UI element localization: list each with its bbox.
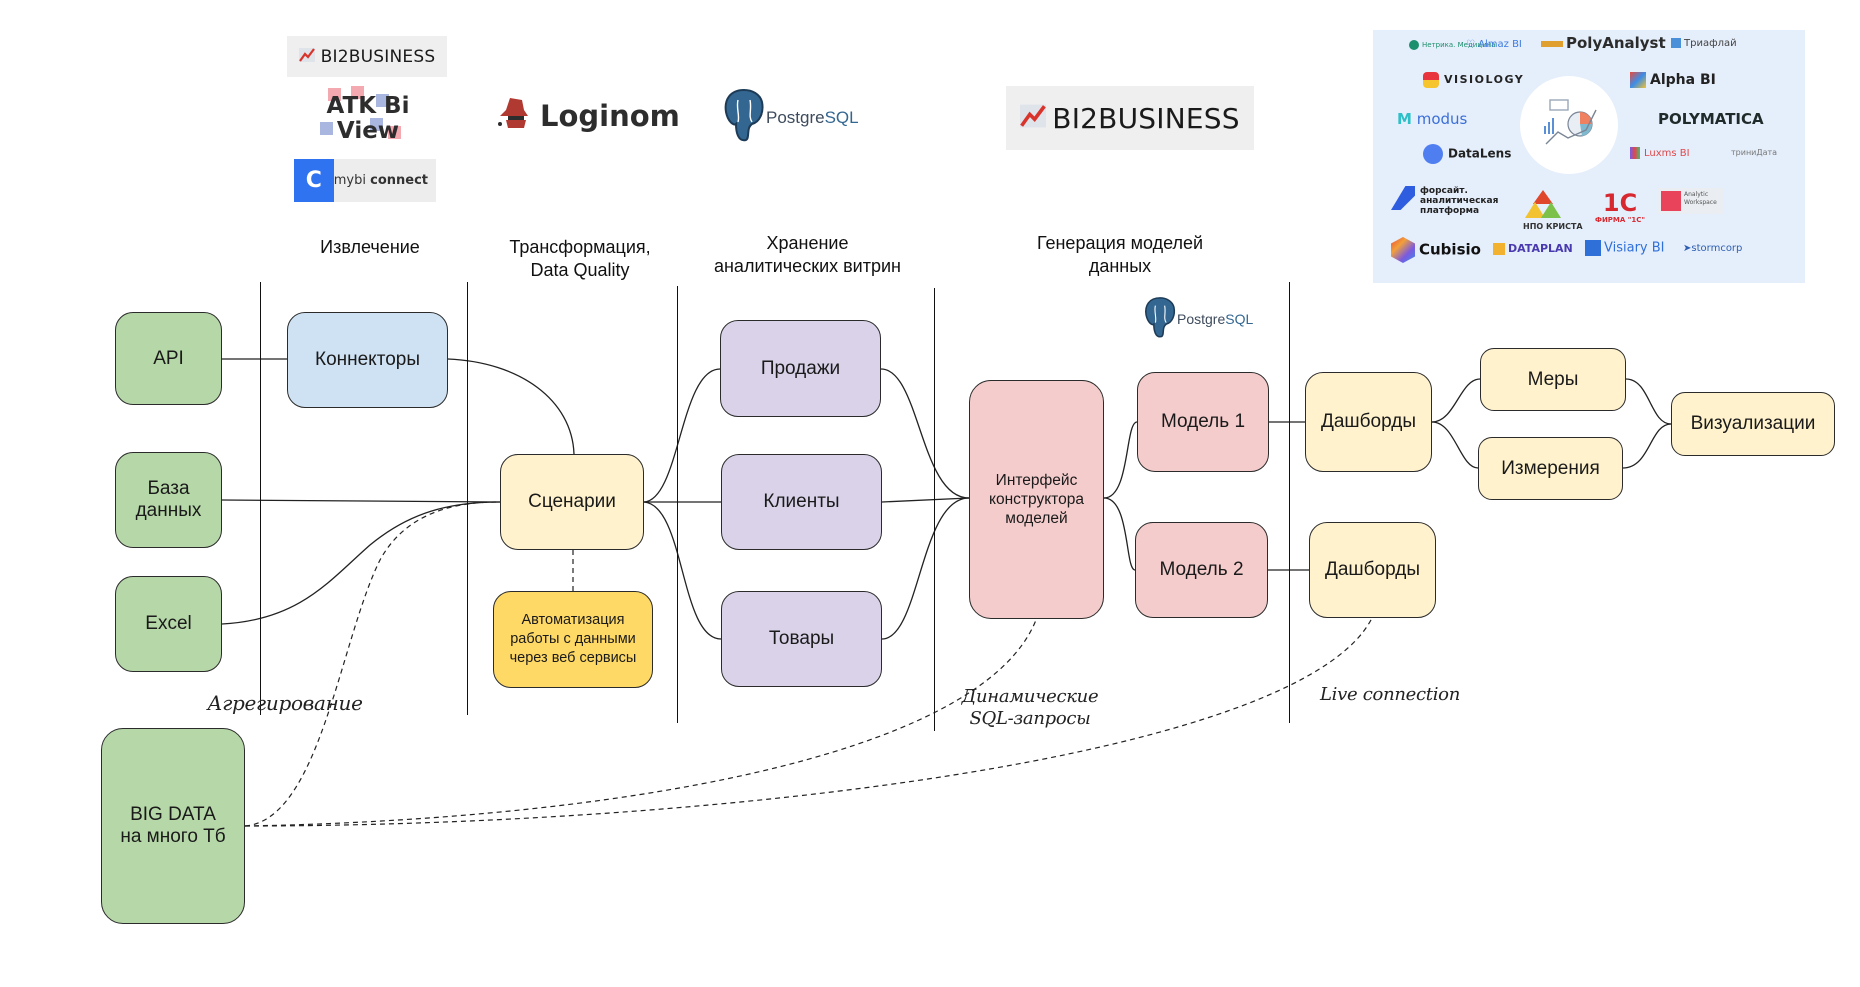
node-goods[interactable]: Товары	[721, 591, 882, 687]
logo-loginom: Loginom	[496, 96, 680, 136]
logo-mybi-connect: C mybi connect	[294, 159, 436, 202]
wire-measures-visual	[1625, 378, 1672, 425]
dashed-bigdata-scenarios	[244, 501, 501, 827]
vendor-stormcorp: ➤stormcorp	[1683, 243, 1743, 254]
vendor-datalens: DataLens	[1423, 144, 1511, 164]
stage-title-transformation: Трансформация,Data Quality	[509, 237, 651, 280]
elephant-icon	[722, 88, 766, 149]
vendor-cubisio: Cubisio	[1391, 237, 1481, 263]
wire-excel-scenarios	[221, 501, 501, 625]
vendor-dataplan: DATAPLAN	[1493, 242, 1573, 255]
stage-divider-2	[467, 282, 469, 715]
annotation-live-connection: Live connection	[1320, 684, 1461, 705]
node-excel[interactable]: Excel	[115, 576, 222, 672]
node-dashboards-1[interactable]: Дашборды	[1305, 372, 1432, 472]
bi-vendors-collage: Нетрика. Медицина ♡ Almaz BI PolyAnalyst…	[1373, 30, 1805, 283]
node-scenarios[interactable]: Сценарии	[500, 454, 644, 550]
wire-clients-builder	[881, 497, 970, 503]
wire-scenarios-sales	[643, 368, 721, 503]
bi2business-chart-icon	[1020, 102, 1047, 135]
node-model-1[interactable]: Модель 1	[1137, 372, 1269, 472]
vendor-foresight: форсайт. аналитическая платформа	[1391, 186, 1501, 216]
stage-divider-4	[934, 288, 936, 731]
vendor-visiary-bi: Visiary BI	[1585, 240, 1665, 256]
wire-connectors-scenarios	[447, 358, 575, 455]
vendor-analytic-workspace: Analytic Workspace	[1658, 188, 1724, 214]
stage-title-extraction: Извлечение	[320, 237, 420, 257]
wire-builder-model1	[1103, 421, 1138, 499]
node-visualizations[interactable]: Визуализации	[1671, 392, 1835, 456]
wire-dimensions-visual	[1622, 423, 1672, 469]
node-model-2[interactable]: Модель 2	[1135, 522, 1268, 618]
node-dimensions[interactable]: Измерения	[1478, 437, 1623, 500]
bi2business-chart-icon	[298, 47, 315, 67]
stage-divider-1	[260, 282, 262, 715]
vendor-triafly: Триафлай	[1671, 38, 1737, 49]
vendor-npo-krista: НПО КРИСТА	[1523, 190, 1583, 231]
node-sales[interactable]: Продажи	[720, 320, 881, 417]
dashed-bigdata-builder	[244, 619, 1037, 827]
wire-goods-builder	[881, 497, 970, 640]
wire-database-scenarios	[221, 499, 501, 503]
wire-dash1-dimensions	[1431, 421, 1479, 469]
vendor-luxms-bi: Luxms BI	[1630, 147, 1690, 159]
vendor-almaz-bi: ♡ Almaz BI	[1466, 39, 1522, 50]
vendor-trinidata: триниДата	[1731, 148, 1778, 157]
analytics-chart-icon	[1520, 76, 1618, 174]
vendor-alpha-bi: Alpha BI	[1630, 72, 1716, 88]
vendor-visiology: VISIOLOGY	[1423, 72, 1524, 88]
vendor-netrika: Нетрика. Медицина	[1409, 40, 1496, 50]
annotation-aggregation: Агрегирование	[207, 691, 363, 715]
vendor-modus: M modus	[1397, 110, 1468, 128]
dashed-bigdata-dash2	[244, 617, 1373, 827]
stage-divider-3	[677, 286, 679, 723]
vendor-polymatica: POLYMATICA	[1658, 110, 1764, 128]
wire-builder-model2	[1103, 497, 1136, 571]
wire-scenarios-goods	[643, 501, 722, 640]
node-measures[interactable]: Меры	[1480, 348, 1626, 411]
node-api[interactable]: API	[115, 312, 222, 405]
elephant-icon	[1143, 296, 1177, 343]
node-connectors[interactable]: Коннекторы	[287, 312, 448, 408]
node-clients[interactable]: Клиенты	[721, 454, 882, 550]
stage-divider-5	[1289, 282, 1291, 723]
logo-bi2business-large: BI2BUSINESS	[1006, 86, 1254, 150]
node-dashboards-2[interactable]: Дашборды	[1309, 522, 1436, 618]
wire-sales-builder	[880, 368, 970, 499]
wire-dash1-measures	[1431, 378, 1481, 423]
vendor-polyanalyst: PolyAnalyst	[1541, 34, 1666, 52]
detective-hat-icon	[496, 96, 532, 137]
mybi-c-icon: C	[294, 159, 334, 202]
logo-bi2business-small: BI2BUSINESS	[287, 36, 447, 77]
